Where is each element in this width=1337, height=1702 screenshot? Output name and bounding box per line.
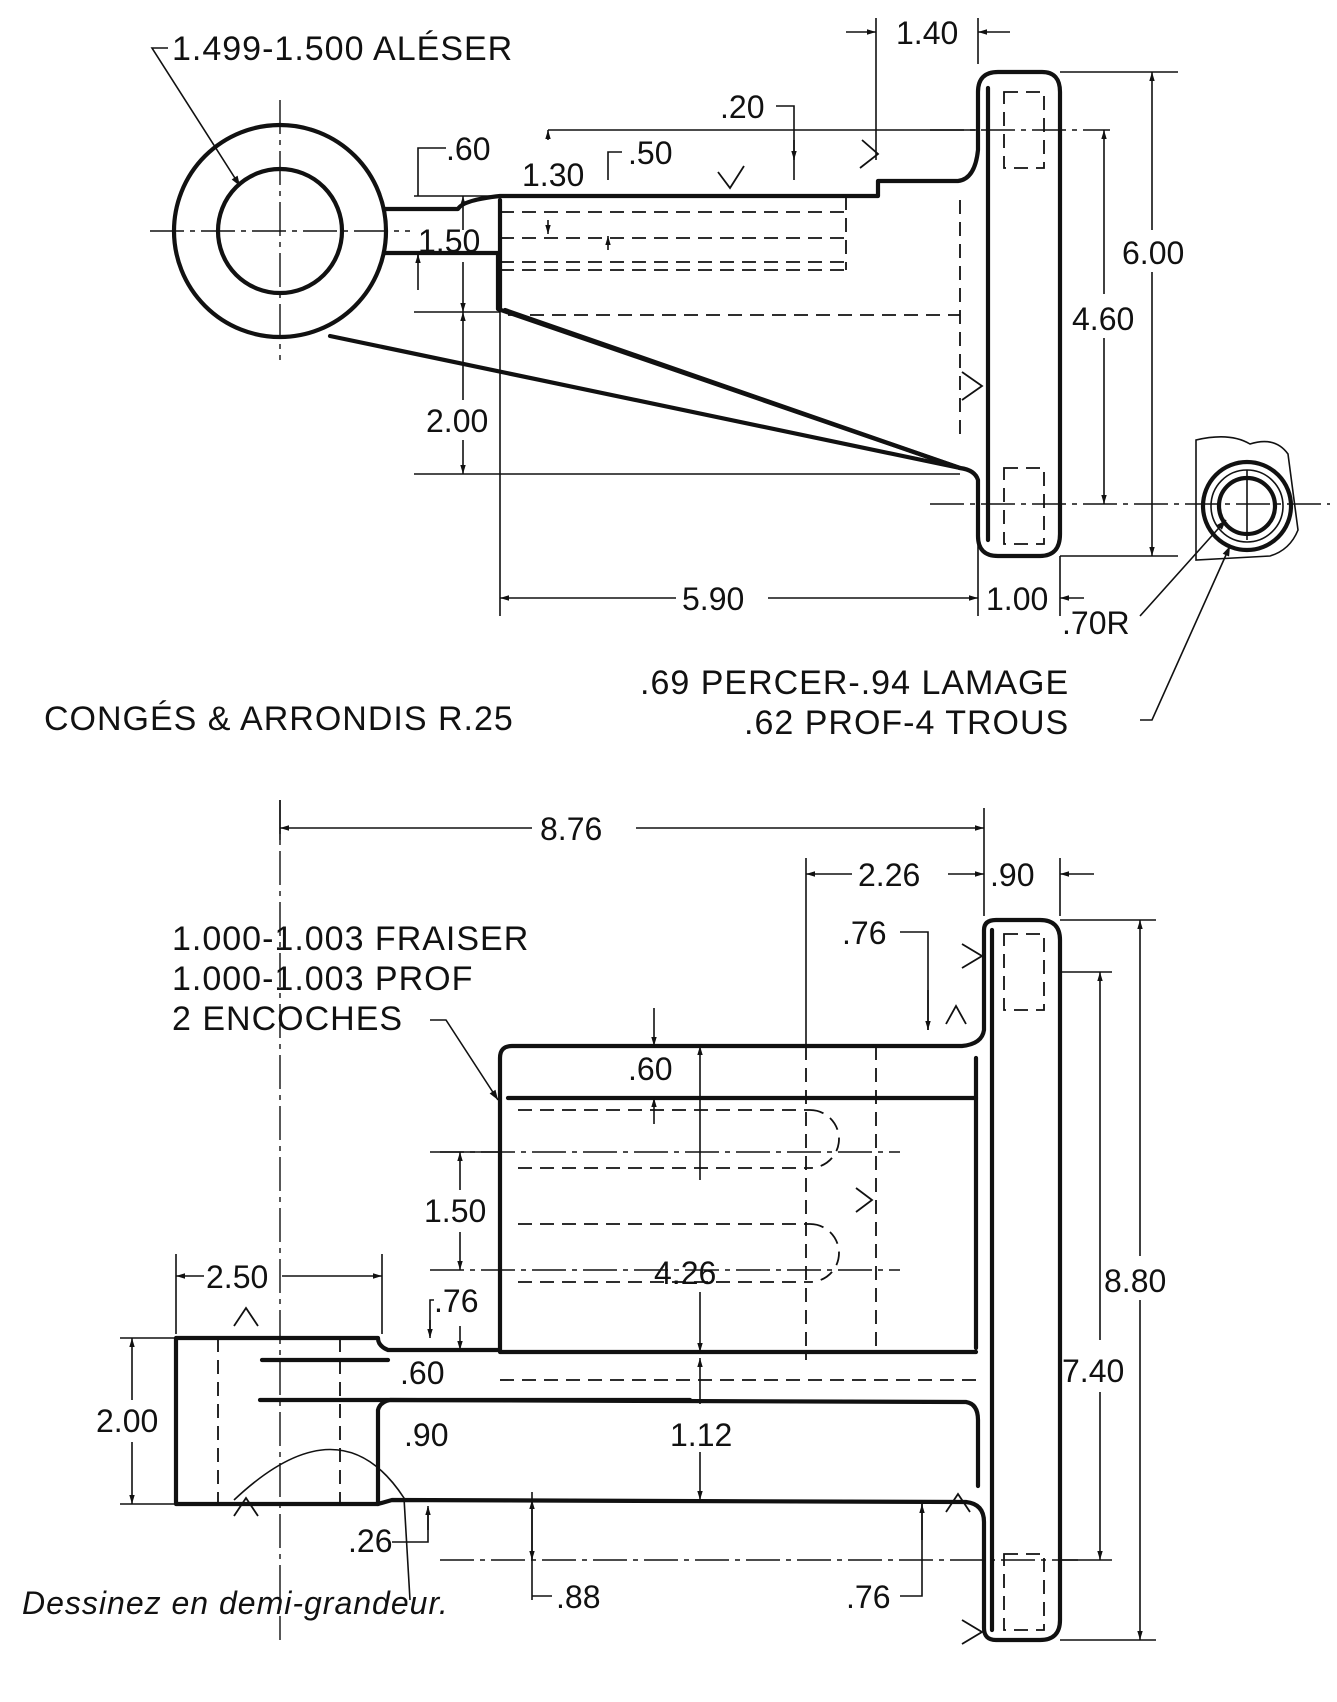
finish-mark	[859, 139, 880, 169]
dim-1.00: 1.00	[986, 581, 1048, 617]
dim-1.50: 1.50	[418, 223, 480, 259]
leader	[900, 1504, 923, 1597]
finish-mark	[945, 1004, 967, 1025]
finish-mark	[961, 371, 984, 401]
finish-mark	[233, 1306, 259, 1327]
counterbore-hidden-bot	[1003, 467, 1045, 545]
front-edge	[375, 1397, 981, 1507]
fillets-note: CONGÉS & ARRONDIS R.25	[44, 700, 514, 738]
bore-leader	[150, 47, 241, 187]
dim-5.90: 5.90	[682, 581, 744, 617]
slot-hidden-bot	[809, 1223, 840, 1283]
dim-8.76: 8.76	[540, 811, 602, 847]
counterbore-hidden-bot	[1003, 1553, 1045, 1631]
finish-mark	[233, 1496, 259, 1517]
dim-.90: .90	[990, 857, 1034, 893]
front-view: 8.76 2.26 .90 1.000-1.003 FRAISER 1.000-…	[22, 800, 1166, 1645]
finish-mark	[945, 1492, 971, 1513]
dim-.88: .88	[556, 1579, 600, 1615]
mill-leader	[430, 1019, 499, 1101]
leader	[607, 151, 622, 180]
dim-.90-low: .90	[404, 1417, 448, 1453]
leader	[900, 931, 929, 1030]
detail-break-outline	[1195, 436, 1299, 561]
top-view: 1.499-1.500 ALÉSER 1.40 .20 .60 1.30 .50…	[44, 15, 1330, 742]
dim-4.26: 4.26	[654, 1255, 716, 1291]
mill-note-line2: 1.000-1.003 PROF	[172, 960, 473, 998]
dim-.76-mid: .76	[434, 1283, 478, 1319]
dim-8.80: 8.80	[1104, 1263, 1166, 1299]
web-edge	[502, 307, 963, 471]
bore-note: 1.499-1.500 ALÉSER	[172, 30, 513, 68]
dim-.70R: .70R	[1062, 605, 1130, 641]
leader	[392, 1508, 429, 1543]
dim-2.00: 2.00	[96, 1403, 158, 1439]
mill-note-line1: 1.000-1.003 FRAISER	[172, 920, 529, 958]
dim-.50: .50	[628, 135, 672, 171]
dim-1.30: 1.30	[522, 157, 584, 193]
finish-mark	[961, 943, 984, 969]
counterbore-hidden-top	[1003, 933, 1045, 1011]
leader	[776, 105, 795, 180]
radius-leader	[1139, 519, 1227, 617]
drill-leader	[1140, 545, 1231, 721]
dim-.76-top: .76	[842, 915, 886, 951]
dim-2.26: 2.26	[858, 857, 920, 893]
dim-1.12: 1.12	[670, 1417, 732, 1453]
counterbore-circle	[1200, 459, 1294, 553]
dim-6.00: 6.00	[1122, 235, 1184, 271]
drill-note-line1: .69 PERCER-.94 LAMAGE	[640, 664, 1069, 702]
dim-1.40: 1.40	[896, 15, 958, 51]
drill-note-line2: .62 PROF-4 TROUS	[744, 704, 1069, 742]
slot-hidden-top	[809, 1109, 840, 1169]
fillet-arc-leader	[233, 1448, 411, 1601]
dim-1.50: 1.50	[424, 1193, 486, 1229]
dim-.60: .60	[446, 131, 490, 167]
finish-mark	[717, 165, 745, 190]
finish-mark	[855, 1187, 874, 1213]
instruction-text: Dessinez en demi-grandeur.	[22, 1585, 449, 1621]
leader	[417, 147, 446, 196]
front-outline	[173, 917, 1063, 1643]
dim-.76-bot: .76	[846, 1579, 890, 1615]
dim-2.50: 2.50	[206, 1259, 268, 1295]
top-arm-outline	[327, 69, 1063, 559]
finish-mark	[961, 1619, 984, 1645]
dim-.60-top: .60	[628, 1051, 672, 1087]
dim-.60-mid: .60	[400, 1355, 444, 1391]
dim-.20: .20	[720, 89, 764, 125]
mill-note-line3: 2 ENCOCHES	[172, 1000, 403, 1038]
dim-.26: .26	[348, 1523, 392, 1559]
dim-7.40: 7.40	[1062, 1353, 1124, 1389]
dim-2.00: 2.00	[426, 403, 488, 439]
dim-4.60: 4.60	[1072, 301, 1134, 337]
